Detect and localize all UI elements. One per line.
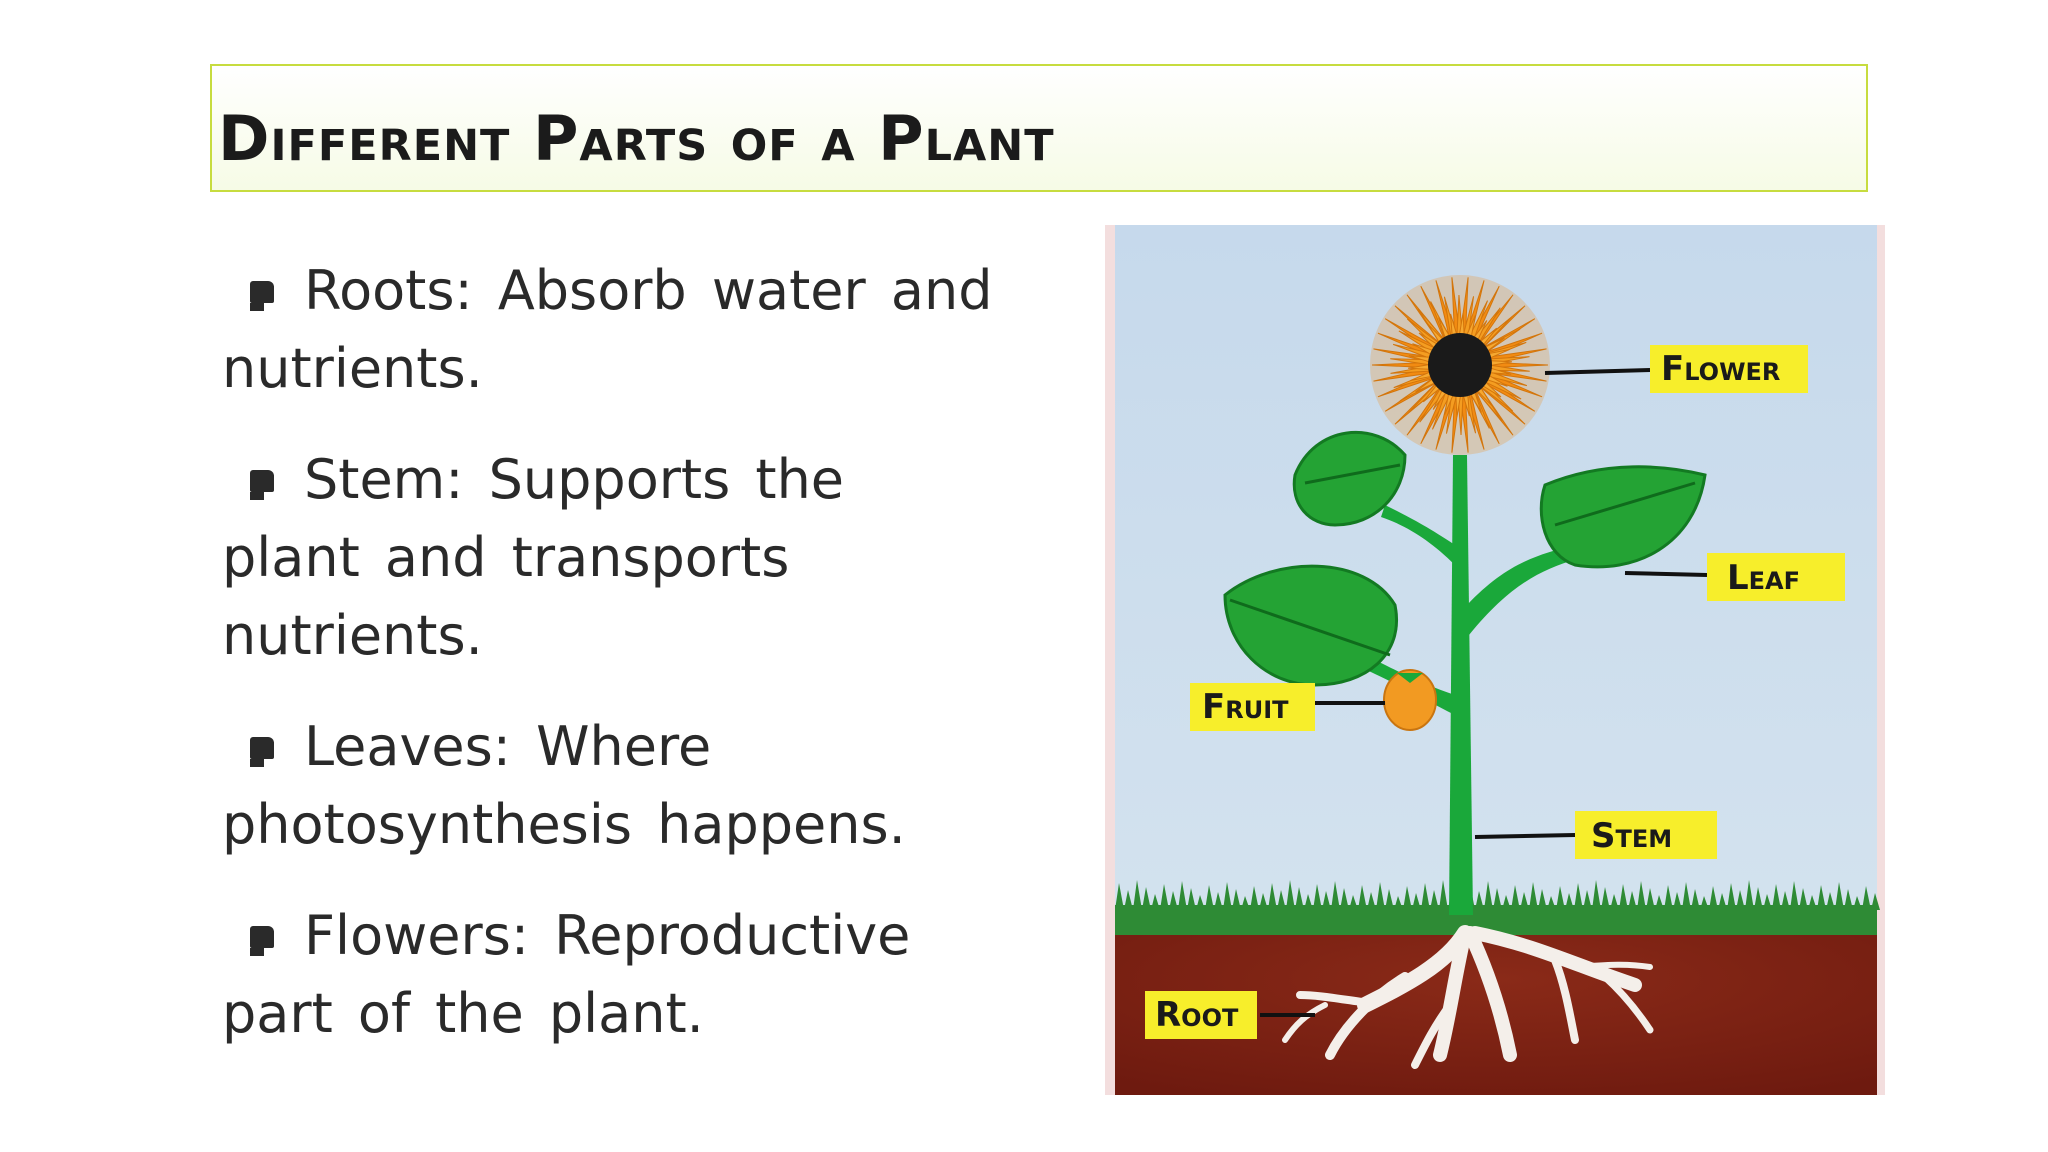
plant-diagram-svg: Flower Leaf Fruit Stem Root: [1115, 225, 1880, 1095]
bullet-text: Stem: Supports the plant and transports …: [222, 448, 845, 667]
bullet-text: Leaves: Where photosynthesis happens.: [222, 715, 906, 856]
bullet-text: Roots: Absorb water and nutrients.: [222, 259, 993, 400]
page-title: Different Parts of a Plant: [218, 102, 1055, 175]
bullet-icon: [250, 926, 274, 956]
bullet-item-roots: Roots: Absorb water and nutrients.: [222, 252, 1002, 408]
bullet-icon: [250, 470, 274, 500]
label-flower-text: Flower: [1661, 349, 1780, 389]
label-root: Root: [1145, 991, 1257, 1039]
leaves: [1223, 431, 1707, 687]
plant-diagram: Flower Leaf Fruit Stem Root: [1105, 225, 1885, 1095]
grass: [1115, 880, 1880, 935]
label-leaf: Leaf: [1707, 553, 1845, 601]
label-fruit-text: Fruit: [1202, 687, 1289, 727]
label-leaf-text: Leaf: [1727, 558, 1800, 598]
bullet-item-stem: Stem: Supports the plant and transports …: [222, 441, 1002, 675]
fruit: [1383, 669, 1437, 731]
bullet-item-flowers: Flowers: Reproductive part of the plant.: [222, 897, 1002, 1053]
label-stem-text: Stem: [1591, 816, 1672, 856]
roots: [1282, 925, 1654, 1069]
bullet-text: Flowers: Reproductive part of the plant.: [222, 904, 911, 1045]
label-root-text: Root: [1155, 995, 1239, 1035]
flower: [1370, 275, 1550, 455]
label-flower: Flower: [1650, 345, 1808, 393]
bullet-icon: [250, 737, 274, 767]
bullet-icon: [250, 281, 274, 311]
bullet-item-leaves: Leaves: Where photosynthesis happens.: [222, 708, 1002, 864]
title-box: Different Parts of a Plant: [210, 64, 1868, 192]
label-fruit: Fruit: [1190, 683, 1315, 731]
label-stem: Stem: [1575, 811, 1717, 859]
bullet-list: Roots: Absorb water and nutrients. Stem:…: [222, 252, 1002, 1086]
label-lines: [1260, 368, 1708, 1017]
